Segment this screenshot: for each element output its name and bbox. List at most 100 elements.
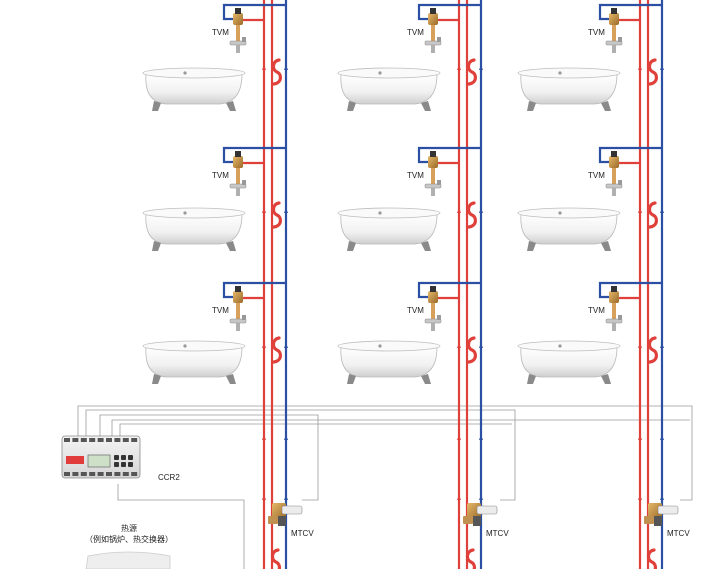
bathtub: [517, 67, 621, 111]
tvm-label: TVM: [407, 28, 424, 37]
tvm-valve: [229, 151, 247, 196]
expansion-loop: [647, 336, 658, 364]
control-wires: [77, 405, 693, 569]
terminal: [89, 438, 96, 442]
bathtub: [337, 67, 441, 111]
tvm-valve: [229, 8, 247, 53]
return-branch: [417, 146, 481, 164]
bathtub: [142, 67, 246, 111]
flow-arrow: [457, 343, 461, 348]
flow-arrow: [660, 65, 664, 70]
return-branch: [417, 281, 481, 299]
return-branch: [598, 146, 662, 164]
flow-arrow: [660, 208, 664, 213]
mtcv-label: MTCV: [486, 529, 509, 538]
flow-arrow: [457, 435, 461, 440]
mtcv-label: MTCV: [667, 529, 690, 538]
tub-foot: [226, 101, 236, 111]
control-wire: [111, 419, 690, 436]
tvm-label: TVM: [588, 28, 605, 37]
return-branch: [222, 146, 286, 164]
bathtub: [142, 340, 246, 384]
controller-button: [128, 462, 133, 467]
terminal: [97, 472, 104, 476]
flow-arrow: [660, 495, 664, 500]
expansion-loop: [466, 201, 477, 229]
tvm-label: TVM: [212, 28, 229, 37]
tub-foot: [152, 374, 161, 384]
control-wire: [85, 409, 516, 501]
mtcv-label: MTCV: [291, 529, 314, 538]
flow-arrow: [660, 343, 664, 348]
tub-foot: [601, 241, 611, 251]
controller-label: CCR2: [158, 473, 180, 482]
tvm-valve: [605, 8, 623, 53]
tvm-valve: [229, 286, 247, 331]
tvm-label: TVM: [407, 306, 424, 315]
flow-arrow: [479, 65, 483, 70]
bathtub: [517, 207, 621, 251]
control-wire: [99, 414, 319, 501]
tvm-label: TVM: [212, 171, 229, 180]
flow-arrow: [262, 495, 266, 500]
control-wire: [119, 423, 512, 436]
tub-foot: [527, 374, 536, 384]
tub-foot: [347, 101, 356, 111]
flow-arrow: [284, 208, 288, 213]
tvm-label: TVM: [588, 171, 605, 180]
riser-column: TVM TVM TVM MTCV: [517, 0, 690, 569]
flow-arrow: [457, 495, 461, 500]
terminal: [64, 438, 70, 442]
tub-foot: [226, 374, 236, 384]
flow-arrow: [638, 435, 642, 440]
controller-button: [128, 455, 133, 460]
terminal: [97, 438, 104, 442]
flow-arrow: [284, 495, 288, 500]
tvm-valve: [424, 286, 442, 331]
flow-arrow: [262, 435, 266, 440]
return-branch: [222, 3, 286, 21]
mtcv-valve: [644, 503, 679, 526]
flow-arrow: [262, 65, 266, 70]
tub-foot: [152, 101, 161, 111]
heat-source-title: 热源: [121, 523, 137, 533]
tub-foot: [347, 374, 356, 384]
tub-foot: [527, 241, 536, 251]
tub-foot: [601, 374, 611, 384]
flow-arrow: [638, 495, 642, 500]
controller-button: [121, 455, 126, 460]
flow-arrow: [457, 65, 461, 70]
tvm-valve: [424, 151, 442, 196]
mtcv-valve: [463, 503, 498, 526]
return-branch: [417, 3, 481, 21]
expansion-loop: [647, 58, 658, 86]
return-branch: [222, 281, 286, 299]
flow-arrow: [284, 435, 288, 440]
controller-button: [114, 462, 119, 467]
terminal: [131, 472, 138, 476]
tvm-valve: [605, 286, 623, 331]
flow-arrow: [284, 343, 288, 348]
terminal: [114, 438, 121, 442]
flow-arrow: [284, 65, 288, 70]
flow-arrow: [457, 208, 461, 213]
tub-foot: [152, 241, 161, 251]
flow-arrow: [479, 343, 483, 348]
bathtub: [517, 340, 621, 384]
expansion-loop: [646, 548, 657, 569]
expansion-loop: [271, 336, 282, 364]
terminal: [64, 472, 70, 476]
tub-foot: [421, 101, 431, 111]
flow-arrow: [638, 208, 642, 213]
flow-arrow: [660, 435, 664, 440]
mtcv-valve: [268, 503, 303, 526]
tub-foot: [527, 101, 536, 111]
terminal: [122, 438, 129, 442]
tvm-label: TVM: [588, 306, 605, 315]
tvm-valve: [424, 8, 442, 53]
return-branch: [598, 281, 662, 299]
controller-display: [87, 454, 111, 468]
